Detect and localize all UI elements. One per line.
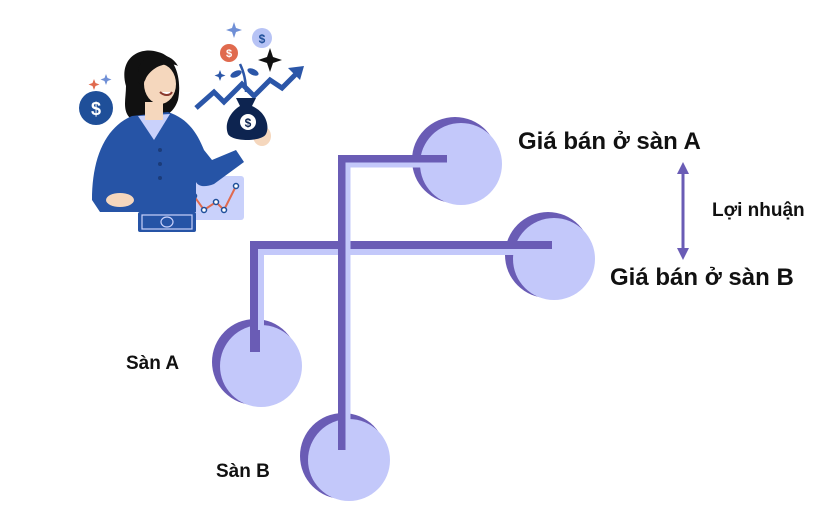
svg-text:$: $ bbox=[259, 32, 266, 46]
dollar-coin-icon: $ bbox=[220, 44, 238, 62]
profit-label: Lợi nhuận bbox=[712, 200, 805, 221]
svg-text:$: $ bbox=[226, 48, 232, 60]
connector-market-b-to-price-a bbox=[338, 155, 447, 450]
sparkle-icon bbox=[258, 48, 282, 72]
money-bag-icon: $ bbox=[226, 98, 268, 140]
sparkle-icon bbox=[100, 22, 242, 85]
dollar-coin-icon: $ bbox=[252, 28, 272, 48]
node-market-a bbox=[212, 319, 302, 407]
dollar-coin-icon: $ bbox=[79, 91, 113, 125]
price-a-label: Giá bán ở sàn A bbox=[518, 128, 701, 155]
price-b-label: Giá bán ở sàn B bbox=[610, 264, 794, 291]
connector-market-a-to-price-b bbox=[250, 241, 552, 352]
market-b-label: Sàn B bbox=[216, 461, 270, 482]
node-market-b bbox=[300, 413, 390, 501]
market-a-label: Sàn A bbox=[126, 353, 180, 374]
banknote-icon bbox=[138, 212, 196, 232]
woman-investor-illustration: $ $ $ bbox=[79, 22, 304, 232]
svg-text:$: $ bbox=[91, 99, 101, 119]
rising-arrow-icon bbox=[194, 66, 304, 110]
node-price-a bbox=[412, 117, 502, 205]
profit-double-arrow-icon bbox=[677, 162, 689, 260]
sparkle-icon bbox=[88, 79, 100, 90]
woman-collar bbox=[138, 114, 170, 140]
woman-sweater bbox=[92, 112, 244, 212]
svg-text:$: $ bbox=[245, 116, 252, 130]
node-price-b bbox=[505, 212, 595, 300]
